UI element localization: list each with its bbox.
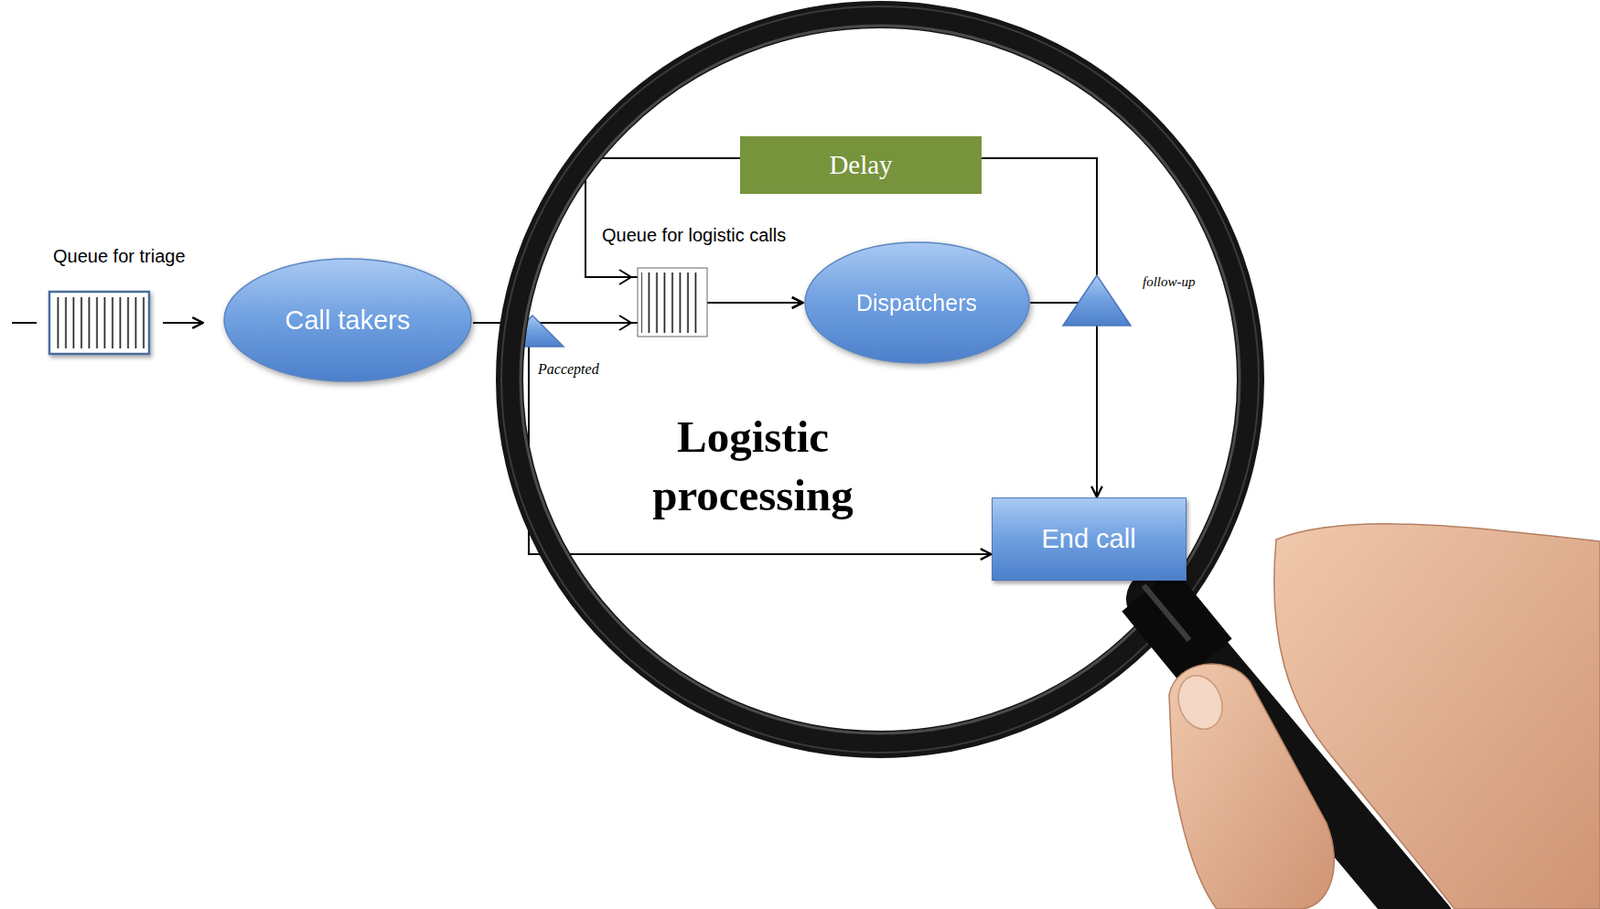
end-box: End call [991, 497, 1187, 581]
ellipse-shape [224, 258, 472, 382]
label-box: Queue for logistic calls [601, 225, 786, 247]
handle-shine [1143, 585, 1190, 641]
queue-label: Queue for logistic calls [601, 225, 786, 247]
arrow-head [619, 315, 632, 331]
thumb-nail [1170, 669, 1230, 736]
queue-stripes [53, 297, 146, 349]
section-title: Logistic processing [611, 408, 895, 526]
delay-box: Delay [740, 136, 982, 194]
incoming-line [11, 322, 37, 324]
queue-frame [49, 291, 150, 355]
ellipse-shape [805, 242, 1030, 364]
label-box: Queue for triage [53, 246, 186, 268]
probability-label: follow-up [1142, 274, 1196, 290]
queue-stripes [641, 272, 698, 333]
lens-rim [520, 25, 1240, 734]
thumb [1169, 664, 1334, 909]
decision-triangle [1063, 275, 1131, 326]
node-text: End call [1041, 524, 1136, 555]
arrow-head [619, 269, 632, 285]
flow-connector [1030, 302, 1098, 498]
process-ellipse: Call takers [222, 257, 473, 384]
label-box: Paccepted [537, 361, 600, 378]
queue-label: Queue for triage [53, 246, 186, 268]
node-text: Dispatchers [856, 289, 978, 317]
queue-frame [637, 268, 708, 337]
process-ellipse: Dispatchers [803, 240, 1031, 366]
connector-group [472, 158, 1097, 555]
probability-label: Paccepted [537, 361, 600, 378]
queue-arrow [162, 322, 204, 324]
label-box: follow-up [1142, 274, 1196, 290]
node-text: Call takers [285, 305, 411, 336]
node-text: Delay [828, 150, 892, 181]
lens-rim [501, 6, 1259, 753]
label-box: Logistic processing [611, 408, 895, 526]
lens-ring [509, 14, 1251, 745]
